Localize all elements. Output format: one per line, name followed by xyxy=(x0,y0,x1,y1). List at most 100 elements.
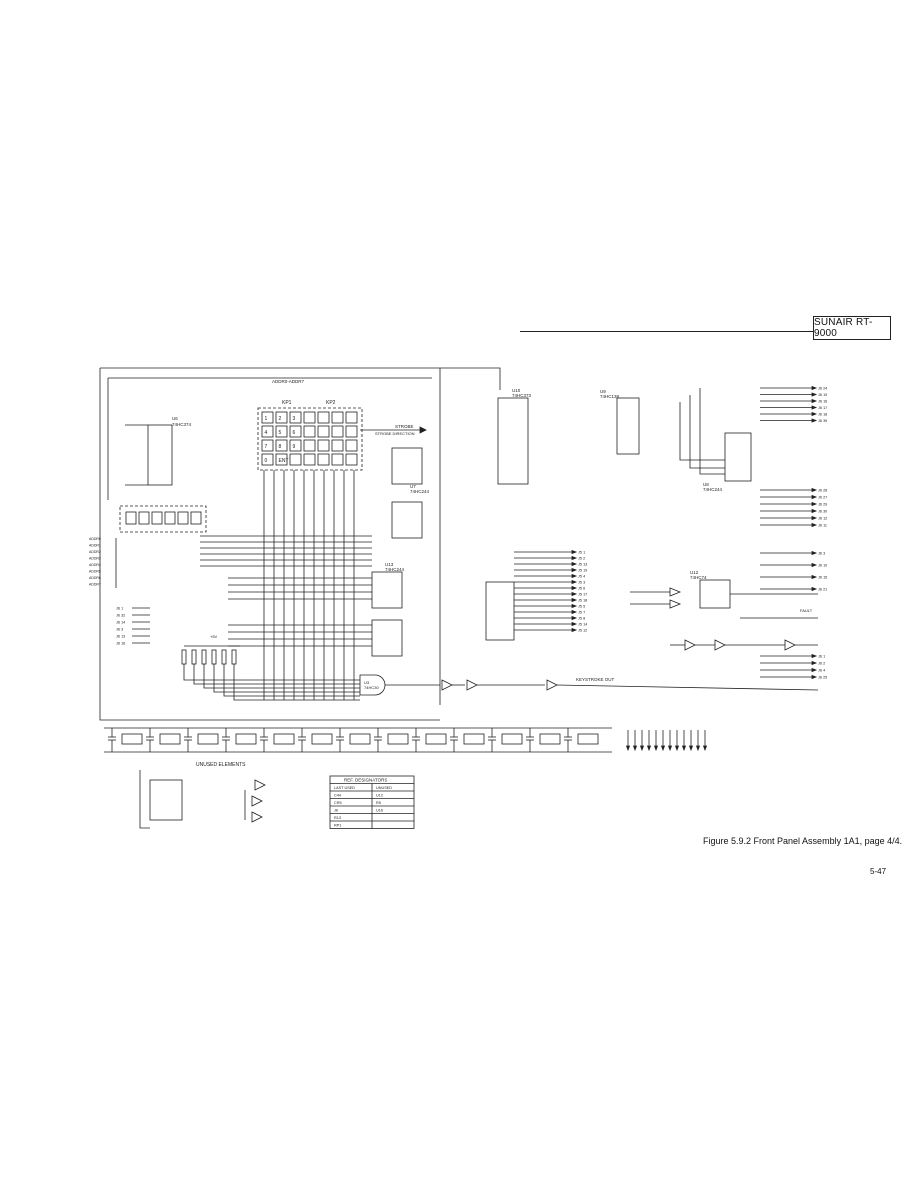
u13-chip: U13 74HC244 xyxy=(371,562,405,657)
connector-arrow xyxy=(639,745,645,752)
resistor xyxy=(211,649,217,665)
u8-ref: U8 xyxy=(703,482,709,487)
plus5-label: +5V xyxy=(210,634,218,639)
keypad-key xyxy=(345,453,358,466)
j5-pin-label: J5 18 xyxy=(578,599,587,603)
keypad-key xyxy=(289,411,302,424)
keypad-key xyxy=(275,425,288,438)
j6-arrow xyxy=(811,562,818,568)
u10-chip: U10 74HC373 xyxy=(497,388,532,485)
j6-pin-label: J6 18 xyxy=(818,413,827,417)
resistor-wire xyxy=(193,664,360,685)
j6-pin-label: J6 17 xyxy=(818,406,827,410)
j6-arrow xyxy=(811,574,818,580)
j6-arrow xyxy=(811,501,818,507)
keypad-key-label: 8 xyxy=(279,444,282,450)
j5-arrow xyxy=(571,627,578,633)
j5-pin-label: J5 6 xyxy=(578,587,585,591)
ref-table-cell: RP1 xyxy=(334,824,341,828)
unused-gates xyxy=(244,779,266,823)
j5-arrow xyxy=(571,621,578,627)
j6-left-pin-label: J6 14 xyxy=(116,621,125,625)
j6-arrow xyxy=(811,550,818,556)
kp2-label: KP2 xyxy=(326,400,336,406)
switch xyxy=(125,511,137,525)
keypad-key xyxy=(303,425,316,438)
ic-power-block xyxy=(349,733,371,745)
u3-ref: U3 xyxy=(364,680,370,685)
connector-arrow xyxy=(681,745,687,752)
addr-signal-label: ADDR3 xyxy=(89,557,101,561)
ref-table-cell: R13 xyxy=(334,816,341,820)
j6-arrow xyxy=(811,385,818,391)
keypad-key xyxy=(331,439,344,452)
j6-pin-label: J6 21 xyxy=(818,588,827,592)
ic-power-block xyxy=(273,733,295,745)
j6-pin-label: J6 16 xyxy=(818,400,827,404)
ic-power-block xyxy=(539,733,561,745)
j5-arrow xyxy=(571,549,578,555)
u8-chip: U8 74HC244 xyxy=(703,432,752,492)
page-number: 5-47 xyxy=(870,867,887,876)
ref-table-cell: C44 xyxy=(334,794,341,798)
model-title: SUNAIR RT-9000 xyxy=(814,317,873,339)
keypad-wires xyxy=(200,470,372,700)
connector-arrow xyxy=(660,745,666,752)
addr-signal-label: ADDR2 xyxy=(89,550,101,554)
keypad-key-label: ENT xyxy=(279,458,289,464)
u12-chip: U12 74HC74 xyxy=(690,570,731,609)
keypad-key xyxy=(331,425,344,438)
addr-signal-label: ADDR1 xyxy=(89,544,101,548)
resistor xyxy=(191,649,197,665)
addr-signal-label: ADDR0 xyxy=(89,537,101,541)
u13-part: 74HC244 xyxy=(385,567,405,572)
addr-signal-label: ADDR7 xyxy=(89,583,101,587)
j5-pin-label: J5 4 xyxy=(578,575,585,579)
frame-lines xyxy=(99,367,501,721)
ref-table-cell: R5 xyxy=(376,801,381,805)
buffer-3 xyxy=(546,679,558,691)
u12-part: 74HC74 xyxy=(690,575,707,580)
resistor xyxy=(201,649,207,665)
u13-ref: U13 xyxy=(385,562,394,567)
j6-arrow xyxy=(811,674,818,680)
keypad-key xyxy=(331,453,344,466)
j5-pin-label: J5 12 xyxy=(578,629,587,633)
j6-arrow xyxy=(811,398,818,404)
ref-table-title: REF. DESIGNATORS xyxy=(344,778,387,783)
header-rule xyxy=(520,331,813,332)
connector-arrow xyxy=(688,745,694,752)
keypad-key-label: 9 xyxy=(293,444,296,450)
j6-pin-label: J6 27 xyxy=(818,496,827,500)
j6-pin-label: J6 1 xyxy=(818,655,825,659)
addr-signal-label: ADDR5 xyxy=(89,570,101,574)
j6-arrow xyxy=(811,508,818,514)
switch xyxy=(190,511,202,525)
j5-pin-label: J5 7 xyxy=(578,611,585,615)
connector-arrow xyxy=(674,745,680,752)
keypad-key xyxy=(317,425,330,438)
keypad-key-label: 4 xyxy=(265,430,268,436)
j6-left-pin-label: J6 13 xyxy=(116,635,125,639)
keypad-key-label: 2 xyxy=(279,416,282,422)
ic-power-block xyxy=(311,733,333,745)
u9-ref: U9 xyxy=(600,389,606,394)
keypad-key xyxy=(317,411,330,424)
j5-arrow xyxy=(571,609,578,615)
u14-chip xyxy=(485,581,515,641)
resistor xyxy=(181,649,187,665)
ic-power-block xyxy=(159,733,181,745)
ic-power-block xyxy=(121,733,143,745)
keypad-key xyxy=(289,439,302,452)
buffer-2 xyxy=(466,679,478,691)
j5-pin-label: J5 3 xyxy=(578,581,585,585)
j5-arrow xyxy=(571,591,578,597)
connector-arrow xyxy=(632,745,638,752)
j6-arrow xyxy=(811,494,818,500)
switch xyxy=(177,511,189,525)
u12-ref: U12 xyxy=(690,570,699,575)
strobe-label: STROBE xyxy=(395,424,414,429)
j5-pin-label: J5 1 xyxy=(578,551,585,555)
